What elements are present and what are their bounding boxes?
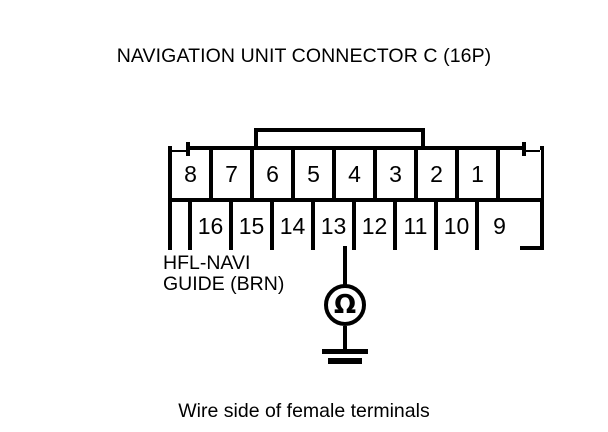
pin-cell-10: 10 (438, 202, 479, 250)
test-lead-wire (343, 246, 347, 286)
connector-latch-tab (254, 128, 425, 150)
pin-cell-7: 7 (213, 150, 254, 198)
pin-cell-2: 2 (418, 150, 459, 198)
pin-cell-13: 13 (315, 202, 356, 250)
ground-bar-lower (328, 358, 362, 364)
pin-cell-4: 4 (336, 150, 377, 198)
pin-cell-8: 8 (172, 150, 213, 198)
pin-cell-6: 6 (254, 150, 295, 198)
pin-cell-empty-top-right (500, 150, 541, 198)
pin-cell-9: 9 (479, 202, 520, 250)
pin-cell-15: 15 (233, 202, 274, 250)
ground-stem (343, 326, 347, 350)
wire-label-line1: HFL-NAVI (163, 252, 251, 274)
connector-notch-left-cut (172, 146, 186, 150)
ohm-symbol: Ω (333, 289, 357, 320)
ground-bar-upper (322, 349, 368, 354)
pin-cell-16: 16 (192, 202, 233, 250)
pin-row-top: 8 7 6 5 4 3 2 1 (172, 150, 541, 198)
figure-caption: Wire side of female terminals (178, 400, 430, 422)
ohmmeter-icon: Ω (324, 284, 366, 326)
pin-cell-11: 11 (397, 202, 438, 250)
pin-cell-1: 1 (459, 150, 500, 198)
connector-diagram: 8 7 6 5 4 3 2 1 16 15 14 13 12 11 10 9 (168, 128, 544, 250)
pin-row-bottom: 16 15 14 13 12 11 10 9 (172, 202, 520, 250)
connector-notch-left-edge (186, 142, 190, 156)
pin-cell-5: 5 (295, 150, 336, 198)
connector-notch-right-cut (526, 146, 540, 150)
pin-cell-empty-bottom-left (172, 202, 192, 250)
pin-cell-3: 3 (377, 150, 418, 198)
pin-cell-12: 12 (356, 202, 397, 250)
pin-cell-14: 14 (274, 202, 315, 250)
page-title: NAVIGATION UNIT CONNECTOR C (16P) (116, 45, 492, 67)
connector-notch-right-edge (522, 142, 526, 156)
row-divider (172, 198, 540, 202)
wire-label-line2: GUIDE (BRN) (163, 273, 285, 295)
